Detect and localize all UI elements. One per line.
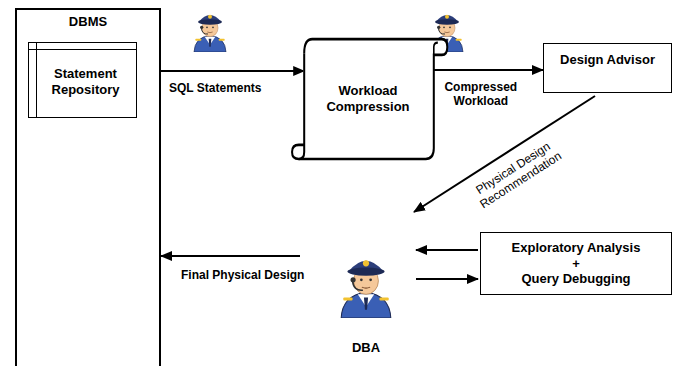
node-text: Workload Compression xyxy=(306,83,430,114)
advisor-box: Design Advisor xyxy=(543,43,672,93)
flow-arrow xyxy=(434,69,543,71)
node-text: DBMS xyxy=(69,14,107,30)
edge-label: Compressed Workload xyxy=(436,80,526,109)
dbms-container: DBMS Statement Repository xyxy=(15,8,161,366)
node-text: Exploratory Analysis + Query Debugging xyxy=(512,240,641,287)
repository-box: Statement Repository xyxy=(28,42,137,118)
flow-arrow xyxy=(161,255,300,257)
flow-arrow xyxy=(416,278,478,280)
scroll-process: Workload Compression xyxy=(288,32,450,166)
flow-arrow xyxy=(416,249,478,251)
person-icon xyxy=(335,236,397,332)
node-text: Statement Repository xyxy=(41,66,130,97)
node-text: DBA xyxy=(352,340,380,356)
edge-label: Final Physical Design xyxy=(179,268,306,282)
person-icon xyxy=(194,15,226,52)
flow-arrow xyxy=(137,70,304,72)
edge-label: SQL Statements xyxy=(167,81,263,95)
edge-label: Physical Design Recommendation xyxy=(461,131,574,218)
dba-actor: DBA xyxy=(328,222,404,358)
analysis-box: Exploratory Analysis + Query Debugging xyxy=(480,232,672,295)
node-text: Design Advisor xyxy=(560,52,655,68)
